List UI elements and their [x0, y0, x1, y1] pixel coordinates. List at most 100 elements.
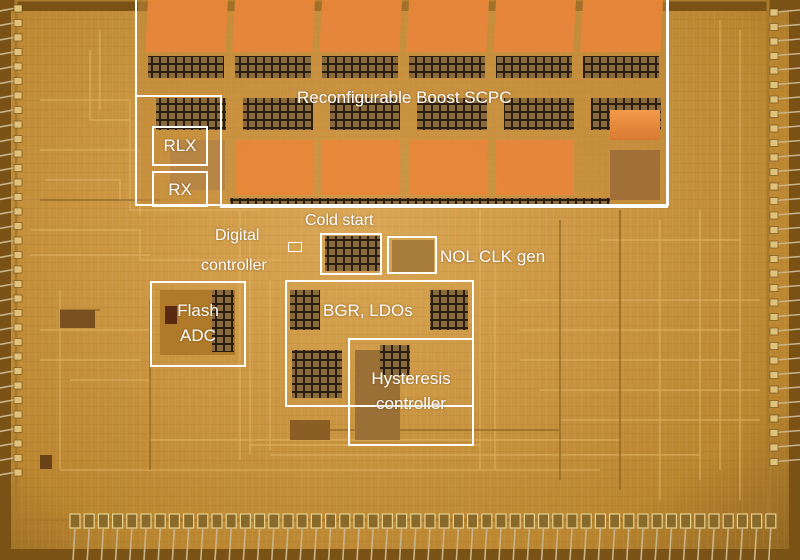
- bond-wire: [200, 527, 204, 560]
- bond-wire: [0, 268, 17, 273]
- bond-pad: [769, 124, 779, 133]
- capacitor-plate: [232, 0, 315, 52]
- bond-wire: [0, 427, 17, 433]
- capacitor-plate: [406, 0, 489, 52]
- bond-wire: [0, 94, 17, 99]
- bond-wire: [327, 527, 332, 560]
- bond-wire: [775, 357, 800, 361]
- switch-array: [330, 98, 400, 130]
- bond-pad: [769, 182, 779, 191]
- bond-pad: [13, 135, 23, 143]
- bond-pad: [13, 468, 23, 477]
- bond-pad: [769, 371, 779, 379]
- bond-pad: [13, 309, 23, 317]
- bond-pad: [769, 429, 779, 437]
- switch-array: [409, 56, 485, 78]
- bond-pad: [13, 352, 23, 361]
- bond-wire: [640, 527, 644, 560]
- flash-adc-box: [150, 281, 246, 367]
- bond-wire: [768, 527, 772, 560]
- bond-wire: [427, 527, 431, 560]
- bond-pad: [13, 77, 23, 85]
- bond-pad: [13, 207, 23, 216]
- bond-wire: [775, 197, 800, 202]
- bond-pad: [13, 4, 23, 13]
- bond-pad: [769, 356, 779, 365]
- bond-pad: [769, 81, 779, 89]
- bond-pad: [13, 294, 23, 303]
- bond-wire: [228, 527, 232, 560]
- bond-wire: [775, 270, 800, 274]
- scpc-label: Reconfigurable Boost SCPC: [297, 88, 512, 107]
- bond-pad: [13, 381, 23, 390]
- bond-wire: [356, 527, 360, 560]
- bond-wire: [775, 38, 800, 42]
- capacitor-plate: [235, 140, 313, 195]
- bond-wire: [725, 527, 729, 560]
- digital-controller-label-2: controller: [201, 257, 267, 274]
- bond-wire: [775, 96, 800, 100]
- bond-wire: [775, 23, 800, 28]
- bond-pad: [13, 91, 23, 100]
- coldstart-core: [325, 236, 380, 271]
- bond-wire: [0, 413, 17, 418]
- bond-pad: [769, 153, 779, 162]
- bond-wire: [775, 226, 800, 231]
- bond-pad: [769, 211, 779, 220]
- bond-wire: [271, 527, 275, 560]
- bond-pad: [13, 367, 23, 375]
- bond-wire: [775, 386, 800, 390]
- bond-wire: [0, 282, 17, 288]
- bond-wire: [0, 123, 17, 128]
- bond-wire: [775, 342, 800, 347]
- rlx-box: [152, 126, 208, 166]
- bond-pad: [769, 400, 779, 408]
- bond-wire: [775, 284, 800, 289]
- bond-pad: [13, 222, 23, 230]
- capacitor-plate: [319, 0, 402, 52]
- bond-pad: [769, 95, 779, 104]
- bond-wire: [775, 125, 800, 129]
- bond-wire: [569, 527, 573, 560]
- bond-wire: [86, 527, 90, 560]
- bond-wire: [540, 527, 545, 560]
- bond-wire: [775, 255, 800, 260]
- capacitor-plate: [493, 0, 576, 52]
- bond-wire: [0, 456, 17, 462]
- bond-wire: [0, 36, 17, 41]
- bond-wire: [526, 527, 531, 560]
- digital-controller-label-1: Digital: [215, 227, 260, 244]
- bond-wire: [583, 527, 587, 560]
- bond-pad: [769, 298, 779, 307]
- bond-wire: [100, 527, 105, 560]
- bond-wire: [0, 297, 17, 302]
- bond-wire: [775, 9, 800, 13]
- rlx-label: RLX: [163, 136, 197, 155]
- bond-wire: [72, 527, 76, 560]
- bond-wire: [775, 154, 800, 158]
- bond-wire: [384, 527, 389, 560]
- bond-wire: [469, 527, 474, 560]
- switch-array: [235, 56, 311, 78]
- bond-pad: [769, 269, 779, 278]
- bond-pad: [769, 110, 779, 118]
- bond-wire: [0, 79, 17, 85]
- bond-wire: [143, 527, 147, 560]
- bond-wire: [0, 442, 17, 447]
- bond-pad: [13, 120, 23, 129]
- bond-wire: [753, 527, 758, 560]
- bond-wire: [775, 212, 800, 216]
- hysteresis-label-1: Hysteresis: [371, 369, 451, 388]
- capacitor-plate: [496, 140, 574, 195]
- bond-wire: [0, 311, 17, 317]
- rx-label: RX: [168, 180, 192, 199]
- bond-wire: [654, 527, 658, 560]
- flash-adc-label-1: Flash: [177, 301, 219, 320]
- bond-wire: [455, 527, 460, 560]
- bond-pad: [13, 396, 23, 404]
- bond-pad: [769, 197, 779, 205]
- bond-pad: [13, 439, 23, 448]
- bond-wire: [775, 81, 800, 86]
- bond-pad: [13, 236, 23, 245]
